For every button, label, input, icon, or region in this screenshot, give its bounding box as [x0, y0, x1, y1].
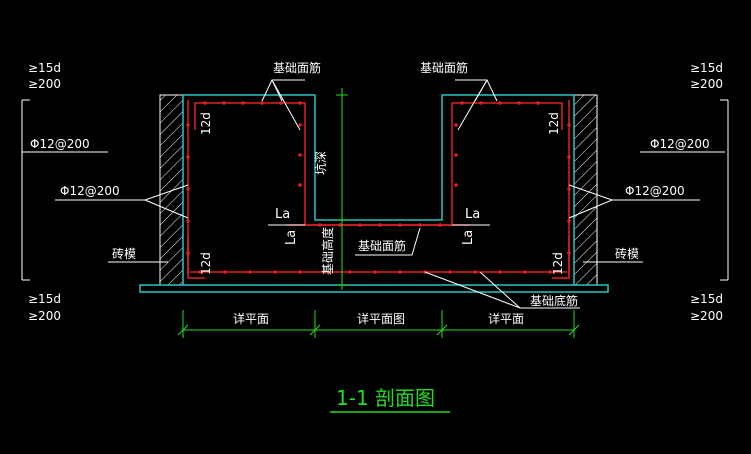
rebar-dot: [567, 187, 571, 191]
rebar-dot: [373, 270, 377, 274]
brick-mold-left-label: 砖模: [112, 246, 136, 261]
rebar-dot: [498, 270, 502, 274]
la-right-h-label: La: [465, 207, 480, 222]
rebar-dot: [378, 223, 382, 227]
anchor-bl-2: ≥200: [28, 309, 61, 323]
horizontal-dims: [177, 310, 580, 338]
stirrup-left-upper-label: Φ12@200: [30, 137, 90, 151]
rebar-dot: [260, 101, 264, 105]
rebar-dot: [298, 153, 302, 157]
rebar-dot: [323, 270, 327, 274]
top-rebar-right: [287, 102, 563, 226]
anchor-br-2: ≥200: [690, 309, 723, 323]
anchor-bl-1: ≥15d: [28, 292, 61, 306]
rebar-dot: [473, 270, 477, 274]
rebar-dot: [273, 270, 277, 274]
rebar-dot: [567, 251, 571, 255]
rebar-dot: [248, 270, 252, 274]
rebar-dot: [186, 251, 190, 255]
rebar-dot: [348, 270, 352, 274]
rebar-dot: [186, 187, 190, 191]
rebar-dot: [448, 270, 452, 274]
rebar-dot: [536, 101, 540, 105]
rebar-dot: [479, 101, 483, 105]
la-right-v-label: La: [461, 230, 476, 245]
rebar-dot: [198, 270, 202, 274]
rebar-dot: [523, 270, 527, 274]
hook-12d-br: 12d: [551, 252, 565, 275]
stirrup-right-upper-label: Φ12@200: [650, 137, 710, 151]
anchor-br-1: ≥15d: [690, 292, 723, 306]
hook-12d-bl: 12d: [199, 252, 213, 275]
anchor-tl-2: ≥200: [28, 77, 61, 91]
brick-mold-right-label: 砖模: [615, 246, 639, 261]
rebar-dot: [241, 101, 245, 105]
rebar-dot: [298, 101, 302, 105]
dim-left-label: 详平面: [233, 311, 269, 326]
rebar-dot: [567, 123, 571, 127]
rebar-dots: [186, 101, 571, 274]
rebar-dot: [454, 183, 458, 187]
base-slab: [139, 284, 609, 293]
brick-mold-right: [573, 94, 598, 286]
rebar-dot: [338, 223, 342, 227]
rebar-dot: [186, 155, 190, 159]
drawing-title: 1-1 剖面图: [336, 386, 435, 410]
rebar-dot: [498, 101, 502, 105]
la-left-v-label: La: [284, 230, 299, 245]
dim-right-label: 详平面: [488, 311, 524, 326]
rebar-dot: [186, 123, 190, 127]
bottom-rebar-label: 基础底筋: [530, 293, 578, 308]
anchor-tr-1: ≥15d: [690, 61, 723, 75]
rebar-dot: [567, 155, 571, 159]
la-left-h-label: La: [275, 207, 290, 222]
rebar-dot: [454, 123, 458, 127]
dim-middle-label: 详平面图: [357, 311, 405, 326]
foundation-height-label: 基础高度: [320, 227, 335, 275]
rebar-dot: [438, 223, 442, 227]
pit-depth-label: 坑深: [313, 151, 328, 175]
rebar-dot: [398, 223, 402, 227]
concrete-outline: [182, 94, 575, 285]
rebar-dot: [517, 101, 521, 105]
rebar-dot: [567, 219, 571, 223]
hook-12d-tl: 12d: [199, 112, 213, 135]
rebar-dot: [548, 270, 552, 274]
rebar-dot: [298, 270, 302, 274]
rebar-dot: [398, 270, 402, 274]
stirrup-left-lower-label: Φ12@200: [60, 184, 120, 198]
rebar-dot: [454, 153, 458, 157]
stirrup-right-lower-label: Φ12@200: [625, 184, 685, 198]
rebar-dot: [203, 101, 207, 105]
anchor-tr-2: ≥200: [690, 77, 723, 91]
anchor-tl-1: ≥15d: [28, 61, 61, 75]
top-rebar-left-label: 基础面筋: [273, 60, 321, 75]
rebar-dot: [279, 101, 283, 105]
vertical-dims: [336, 88, 348, 290]
brick-mold-left: [159, 94, 184, 286]
leaders: [21, 79, 729, 309]
rebar-dot: [460, 101, 464, 105]
rebar-dot: [186, 219, 190, 223]
rebar-dot: [298, 183, 302, 187]
top-rebar-center-label: 基础面筋: [358, 238, 406, 253]
rebar-dot: [298, 123, 302, 127]
hook-12d-tr: 12d: [547, 112, 561, 135]
rebar-dot: [222, 101, 226, 105]
top-rebar-right-label: 基础面筋: [420, 60, 468, 75]
rebar-dot: [318, 223, 322, 227]
rebar-dot: [358, 223, 362, 227]
rebar-dot: [418, 223, 422, 227]
rebar-dot: [223, 270, 227, 274]
